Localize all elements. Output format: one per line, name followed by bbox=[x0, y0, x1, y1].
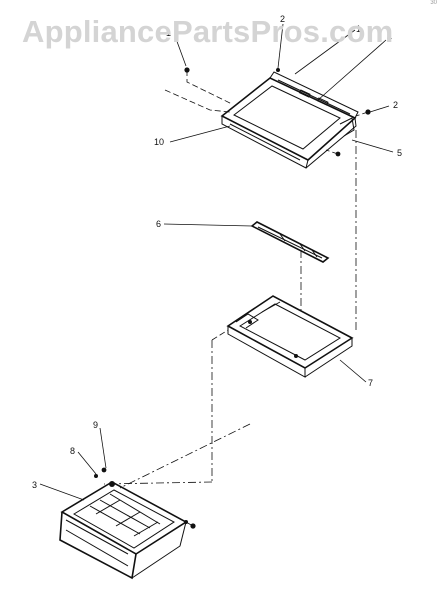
callout-7: 7 bbox=[368, 378, 373, 388]
top-shelf-lip-line bbox=[229, 123, 301, 161]
assembly-line-2 bbox=[355, 111, 369, 117]
lower-shelf-rib bbox=[261, 301, 281, 313]
divider-strip-tick bbox=[311, 249, 318, 258]
leader-5 bbox=[351, 139, 394, 153]
assembly-line-5 bbox=[325, 149, 339, 155]
roller-part-9 bbox=[101, 467, 107, 473]
top-shelf-front-lip bbox=[221, 116, 309, 169]
crisper-handle-upper bbox=[65, 519, 129, 555]
top-shelf-trim-line bbox=[277, 79, 351, 115]
leader-4 bbox=[317, 39, 387, 101]
clip-part-8 bbox=[94, 474, 98, 478]
crisper-side-face bbox=[131, 521, 187, 579]
lower-shelf-part-7 bbox=[226, 295, 354, 378]
crisper-front-face bbox=[59, 511, 137, 580]
assembly-line-diagonal bbox=[119, 423, 251, 489]
leader-8 bbox=[77, 451, 97, 475]
divider-strip-edge bbox=[257, 226, 323, 259]
leader-9 bbox=[99, 427, 107, 469]
divider-strip bbox=[250, 221, 330, 263]
leader-2b bbox=[369, 105, 390, 113]
callout-4: 4 bbox=[387, 32, 392, 42]
crisper-drawer-part-3 bbox=[59, 481, 188, 580]
top-shelf-rear-trim bbox=[269, 71, 359, 119]
assembly-line-left-top bbox=[211, 329, 229, 341]
lower-shelf-fastener bbox=[294, 354, 298, 358]
crisper-rib bbox=[115, 511, 141, 527]
lower-shelf-frame bbox=[226, 295, 354, 369]
divider-strip-tick bbox=[279, 233, 286, 242]
corner-mark: 30 bbox=[430, 0, 437, 6]
leader-10 bbox=[169, 125, 231, 143]
callout-2a: 2 bbox=[280, 14, 285, 24]
leader-2a bbox=[277, 23, 284, 69]
crisper-rib bbox=[95, 499, 121, 515]
callout-6: 6 bbox=[156, 219, 161, 229]
crisper-rib bbox=[109, 493, 161, 525]
leader-7 bbox=[339, 359, 367, 383]
callout-8: 8 bbox=[70, 446, 75, 456]
crisper-handle-lower bbox=[65, 529, 129, 567]
crisper-roller bbox=[109, 481, 115, 487]
crisper-rib bbox=[99, 499, 151, 529]
assembly-line-1b bbox=[164, 89, 231, 113]
callout-2b: 2 bbox=[393, 100, 398, 110]
leader-6 bbox=[163, 223, 253, 227]
lower-shelf-panel bbox=[238, 303, 342, 361]
assembly-line-crisper-screw bbox=[185, 521, 194, 527]
top-shelf-assembly bbox=[220, 71, 359, 169]
crisper-rib bbox=[133, 521, 159, 537]
callout-1-top: 1 bbox=[356, 24, 361, 34]
callout-1: 1 bbox=[166, 28, 171, 38]
assembly-line-1 bbox=[186, 70, 233, 105]
lower-shelf-fastener bbox=[248, 320, 252, 324]
lower-shelf-corner bbox=[235, 313, 259, 329]
watermark-text: AppliancePartsPros.com bbox=[22, 14, 394, 49]
leader-1 bbox=[174, 35, 187, 67]
crisper-inner-rim bbox=[73, 489, 175, 549]
leader-1-top bbox=[294, 29, 356, 75]
leader-3 bbox=[39, 483, 85, 501]
callout-9: 9 bbox=[93, 420, 98, 430]
assembly-line-left-horizontal bbox=[103, 481, 213, 485]
top-shelf-glass bbox=[233, 85, 341, 150]
callout-10: 10 bbox=[154, 137, 164, 147]
top-shelf-bracket bbox=[339, 117, 355, 137]
top-shelf-side bbox=[305, 117, 357, 169]
lower-shelf-front bbox=[227, 326, 306, 378]
callout-5: 5 bbox=[397, 148, 402, 158]
trim-slot bbox=[298, 89, 311, 98]
crisper-rib bbox=[89, 505, 141, 535]
callout-3: 3 bbox=[32, 480, 37, 490]
crisper-screw bbox=[190, 523, 196, 529]
divider-strip-tick bbox=[299, 243, 306, 252]
divider-strip-part-6 bbox=[250, 221, 330, 263]
screw-2a bbox=[276, 68, 280, 72]
lower-shelf-side bbox=[304, 338, 353, 378]
